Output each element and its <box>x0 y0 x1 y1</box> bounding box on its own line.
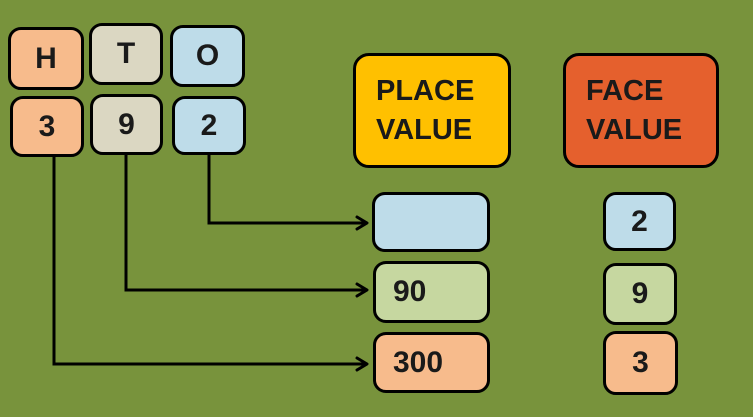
place-value-heading-label: PLACE VALUE <box>376 74 475 146</box>
place-value-tens-box: 90 <box>373 261 490 323</box>
ones-digit-label: 2 <box>200 108 218 142</box>
face-value-hundreds-label: 3 <box>632 346 649 379</box>
arrow-tens-to-place-value <box>124 155 369 298</box>
ones-digit-box: 2 <box>172 96 246 155</box>
arrow-hundreds-to-place-value <box>52 157 369 372</box>
arrow-ones-to-place-value <box>207 155 369 231</box>
ones-column-header: O <box>170 25 245 87</box>
hundreds-digit-label: 3 <box>38 109 56 143</box>
tens-digit-label: 9 <box>118 107 135 141</box>
hundreds-column-header: H <box>8 27 84 90</box>
hundreds-digit-box: 3 <box>10 96 84 157</box>
place-value-ones-box <box>372 192 490 252</box>
tens-column-header: T <box>89 23 163 85</box>
face-value-heading: FACE VALUE <box>563 53 719 168</box>
face-value-tens-box: 9 <box>603 263 677 325</box>
place-value-tens-label: 90 <box>393 275 427 308</box>
ones-column-label: O <box>195 39 220 72</box>
place-value-heading: PLACE VALUE <box>353 53 511 168</box>
place-value-hundreds-label: 300 <box>393 345 444 379</box>
place-value-hundreds-box: 300 <box>373 332 490 393</box>
hundreds-column-label: H <box>35 41 57 75</box>
face-value-heading-label: FACE VALUE <box>586 74 683 146</box>
tens-digit-box: 9 <box>90 94 163 155</box>
tens-column-label: T <box>116 37 136 70</box>
face-value-ones-box: 2 <box>603 192 676 251</box>
face-value-ones-label: 2 <box>631 204 648 238</box>
face-value-tens-label: 9 <box>631 277 649 310</box>
face-value-hundreds-box: 3 <box>603 331 678 395</box>
